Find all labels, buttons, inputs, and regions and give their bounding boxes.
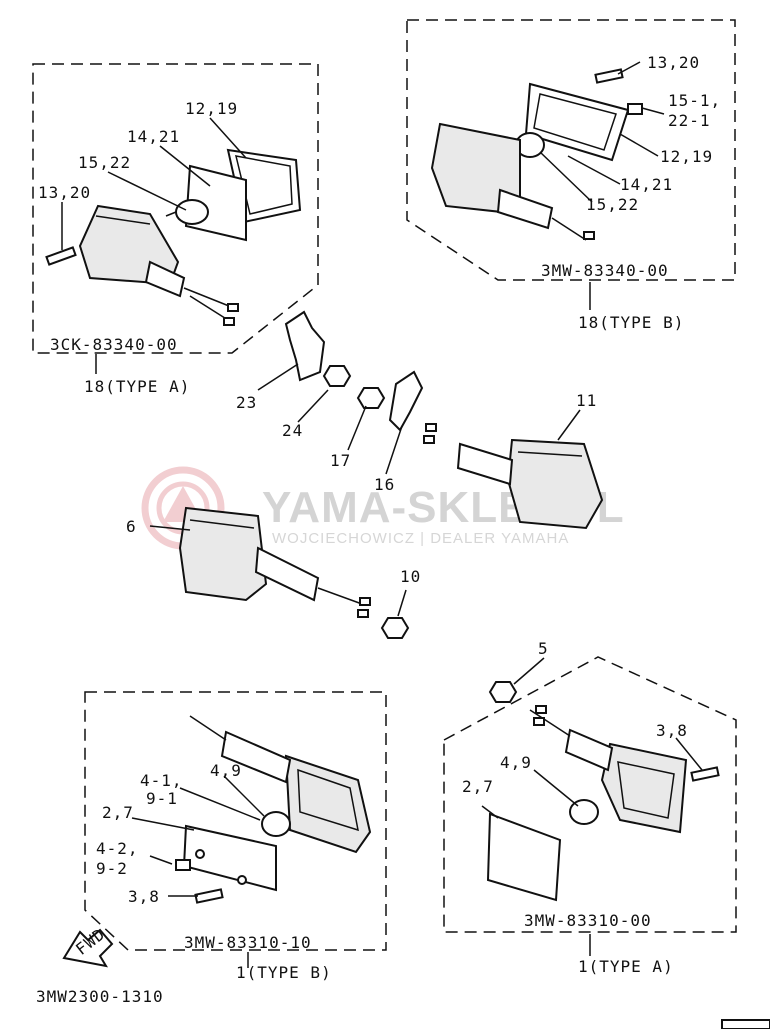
callout-5: 5 bbox=[538, 639, 549, 658]
corner-page-mark bbox=[721, 1019, 770, 1029]
lens-front-right bbox=[486, 812, 562, 902]
screw-4-2 bbox=[175, 859, 191, 871]
watermark-dealer: WOJCIECHOWICZ | DEALER YAMAHA bbox=[272, 530, 569, 547]
lens-gasket-rear-right bbox=[524, 82, 630, 162]
screw-rear-right bbox=[594, 68, 624, 84]
housing-front-left bbox=[284, 754, 372, 854]
bulb-15-22 bbox=[175, 199, 209, 225]
stay-16 bbox=[388, 370, 424, 432]
turn-signal-11 bbox=[423, 423, 604, 530]
housing-front-right bbox=[600, 742, 688, 834]
callout-labels: 12,19 14,21 15,22 13,20 13,20 15-1, 22-1… bbox=[36, 53, 721, 1006]
callout-15-22-a: 15,22 bbox=[78, 153, 131, 172]
stem-front-left bbox=[220, 730, 292, 784]
callout-10: 10 bbox=[400, 567, 421, 586]
stem-front-right bbox=[564, 728, 614, 772]
assembly-code-rear-left: 3CK-83340-00 bbox=[50, 335, 178, 354]
fwd-arrow-icon: FWD bbox=[62, 924, 114, 968]
callout-15-1: 15-1, bbox=[668, 91, 721, 110]
assembly-code-rear-right: 3MW-83340-00 bbox=[541, 261, 669, 280]
nut-24 bbox=[322, 365, 352, 387]
callout-9-2: 9-2 bbox=[96, 859, 128, 878]
assembly-ref-front-right: 1(TYPE A) bbox=[578, 957, 674, 976]
callout-11: 11 bbox=[576, 391, 597, 410]
nut-10 bbox=[380, 617, 410, 639]
screw-15-1 bbox=[627, 103, 643, 115]
nut-17 bbox=[356, 387, 386, 409]
callout-13-20-b: 13,20 bbox=[647, 53, 700, 72]
screw-3-8-front-left bbox=[194, 888, 224, 904]
callout-6: 6 bbox=[126, 517, 137, 536]
callout-2-7-front-right: 2,7 bbox=[462, 777, 494, 796]
assembly-ref-front-left: 1(TYPE B) bbox=[236, 963, 332, 982]
stay-23 bbox=[284, 310, 326, 382]
callout-3-8-front-right: 3,8 bbox=[656, 721, 688, 740]
turn-signal-front-left bbox=[175, 715, 372, 904]
stem-rear-right bbox=[496, 188, 554, 230]
assembly-box-front-right bbox=[443, 656, 737, 933]
lens-2-7 bbox=[182, 824, 277, 892]
callout-14-21-b: 14,21 bbox=[620, 175, 673, 194]
callout-22-1: 22-1 bbox=[668, 111, 711, 130]
callout-4-9-front-left: 4,9 bbox=[210, 761, 242, 780]
turn-signal-rear-right bbox=[430, 68, 643, 241]
callout-24: 24 bbox=[282, 421, 303, 440]
callout-12-19-b: 12,19 bbox=[660, 147, 713, 166]
callout-13-20-a: 13,20 bbox=[38, 183, 91, 202]
assembly-box-rear-left bbox=[32, 63, 319, 354]
callout-2-7-front-left: 2,7 bbox=[102, 803, 134, 822]
turn-signal-rear-left bbox=[45, 148, 302, 326]
assembly-box-front-left bbox=[84, 691, 387, 951]
assembly-code-front-left: 3MW-83310-10 bbox=[184, 933, 312, 952]
housing-rear-right bbox=[430, 122, 521, 216]
assembly-code-front-right: 3MW-83310-00 bbox=[524, 911, 652, 930]
callout-15-22-b: 15,22 bbox=[586, 195, 639, 214]
callout-3-8-front-left: 3,8 bbox=[128, 887, 160, 906]
stem-6 bbox=[254, 546, 320, 602]
connector-rear-right bbox=[583, 231, 595, 240]
stem-rear-left bbox=[144, 260, 186, 298]
assembly-box-rear-right bbox=[406, 19, 736, 281]
connector-rear-left bbox=[227, 303, 239, 312]
housing-6 bbox=[178, 506, 268, 602]
assembly-ref-rear-right: 18(TYPE B) bbox=[578, 313, 684, 332]
callout-12-19-a: 12,19 bbox=[185, 99, 238, 118]
turn-signal-6 bbox=[178, 506, 371, 618]
diagram-code: 3MW2300-1310 bbox=[36, 987, 164, 1006]
assembly-ref-rear-left: 18(TYPE A) bbox=[84, 377, 190, 396]
stem-11 bbox=[456, 442, 514, 486]
leader-lines bbox=[61, 61, 703, 968]
callout-4-1: 4-1, bbox=[140, 771, 183, 790]
callout-4-9-front-right: 4,9 bbox=[500, 753, 532, 772]
nut-5 bbox=[488, 681, 518, 703]
bulb-4-9 bbox=[261, 811, 291, 837]
callout-23: 23 bbox=[236, 393, 257, 412]
callout-9-1: 9-1 bbox=[146, 789, 178, 808]
callout-4-2: 4-2, bbox=[96, 839, 139, 858]
callout-14-21-a: 14,21 bbox=[127, 127, 180, 146]
callout-16: 16 bbox=[374, 475, 395, 494]
screw-13-20 bbox=[45, 246, 77, 266]
screw-3-8-front-right bbox=[690, 766, 720, 782]
turn-signal-front-right bbox=[486, 705, 720, 902]
housing-11 bbox=[506, 438, 604, 530]
callout-17: 17 bbox=[330, 451, 351, 470]
